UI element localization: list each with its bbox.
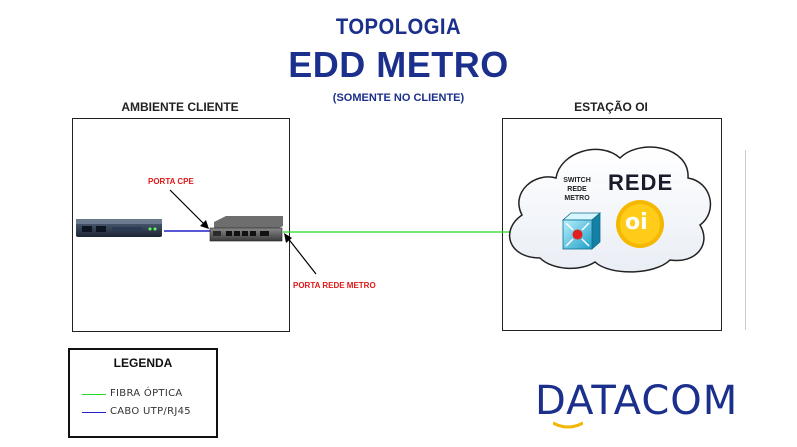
legend-box: LEGENDA FIBRA ÓPTICA CABO UTP/RJ45 (68, 348, 218, 438)
port-metro-label: PORTA REDE METRO (293, 281, 376, 290)
router-icon (76, 219, 162, 237)
client-area-heading: AMBIENTE CLIENTE (121, 100, 239, 114)
metro-switch-icon (561, 212, 602, 250)
switch-label-line2: REDE (567, 186, 587, 193)
datacom-logo-text: DATACOM (535, 378, 739, 424)
legend-fiber-label: FIBRA ÓPTICA (110, 388, 183, 399)
port-cpe-label: PORTA CPE (148, 177, 194, 186)
datacom-logo-swoosh (553, 421, 583, 429)
oi-logo-icon (616, 200, 664, 248)
station-area-heading: ESTAÇÃO OI (574, 100, 648, 114)
legend-title: LEGENDA (113, 356, 173, 370)
cpe-device-icon (209, 216, 283, 242)
switch-label-line1: SWITCH (563, 177, 591, 184)
diagram-title-line1: TOPOLOGIA (335, 14, 462, 39)
legend-utp-swatch (82, 412, 106, 413)
switch-label: SWITCH REDE METRO (554, 176, 600, 203)
diagram-title-line2: EDD METRO (288, 44, 509, 85)
switch-label-line3: METRO (564, 195, 590, 202)
port-cpe-arrow (169, 189, 209, 229)
page-edge-line (745, 150, 746, 330)
port-metro-arrow (284, 233, 317, 275)
network-cloud-icon (508, 146, 712, 273)
oi-logo-text: oi (625, 210, 648, 235)
legend-fiber-swatch (82, 394, 106, 395)
legend-utp-label: CABO UTP/RJ45 (110, 406, 191, 417)
diagram-subtitle: (SOMENTE NO CLIENTE) (332, 92, 465, 104)
datacom-logo: DATACOM (535, 378, 790, 430)
network-label: REDE (608, 170, 674, 195)
